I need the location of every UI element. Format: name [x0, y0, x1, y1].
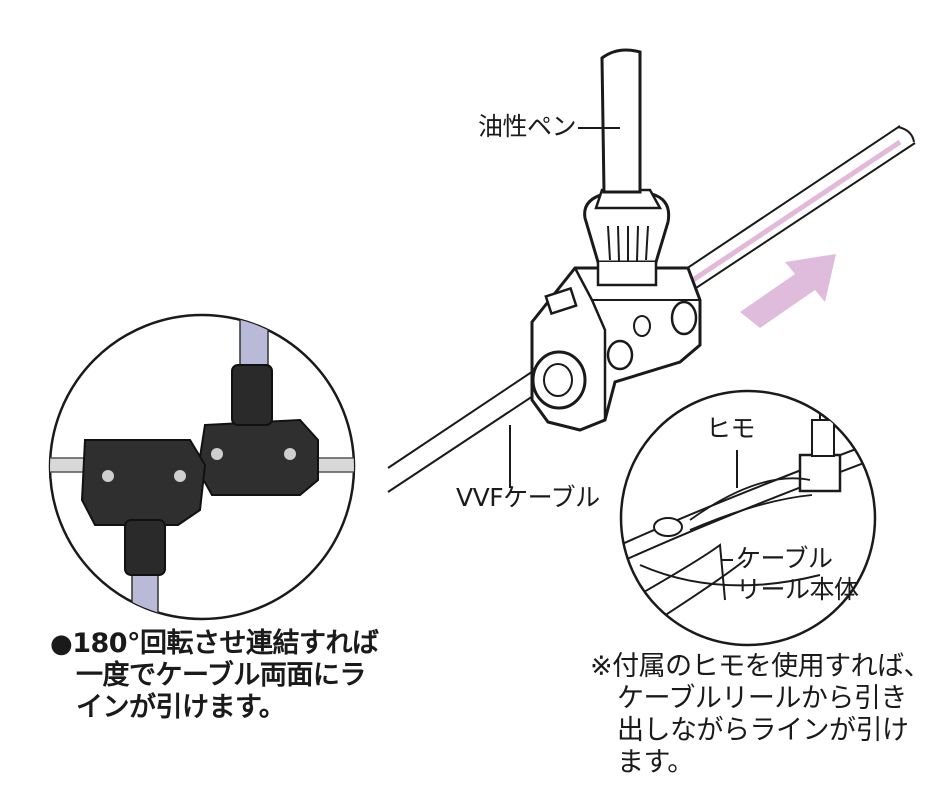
string-label: ヒモ	[706, 414, 755, 444]
right-note: ※付属のヒモを使用すれば、 ケーブルリールから引き 出しながらラインが引け ます…	[590, 651, 930, 779]
rotated-connection-inset	[40, 310, 370, 625]
right-note-line1: ※付属のヒモを使用すれば、	[590, 651, 930, 683]
cable-label: VVFケーブル	[456, 483, 600, 513]
right-note-line2: ケーブルリールから引き	[590, 683, 930, 715]
oil-pen	[585, 50, 669, 285]
marker-device	[532, 268, 700, 430]
direction-arrow	[740, 254, 836, 328]
left-caption-line3: インが引けます。	[50, 692, 379, 724]
right-note-line3: 出しながらラインが引け	[590, 715, 930, 747]
reel-label-line1: ケーブル	[736, 544, 833, 574]
pen-label: 油性ペン	[478, 112, 576, 142]
left-caption: ●180°回転させ連結すれば 一度でケーブル両面にラ インが引けます。	[50, 628, 379, 724]
left-caption-line2: 一度でケーブル両面にラ	[50, 660, 379, 692]
reel-label-line2: リール本体	[736, 575, 859, 605]
bullet-icon: ●	[50, 629, 72, 659]
left-caption-line1: 180°回転させ連結すれば	[72, 628, 378, 659]
right-note-line4: ます。	[590, 747, 930, 779]
